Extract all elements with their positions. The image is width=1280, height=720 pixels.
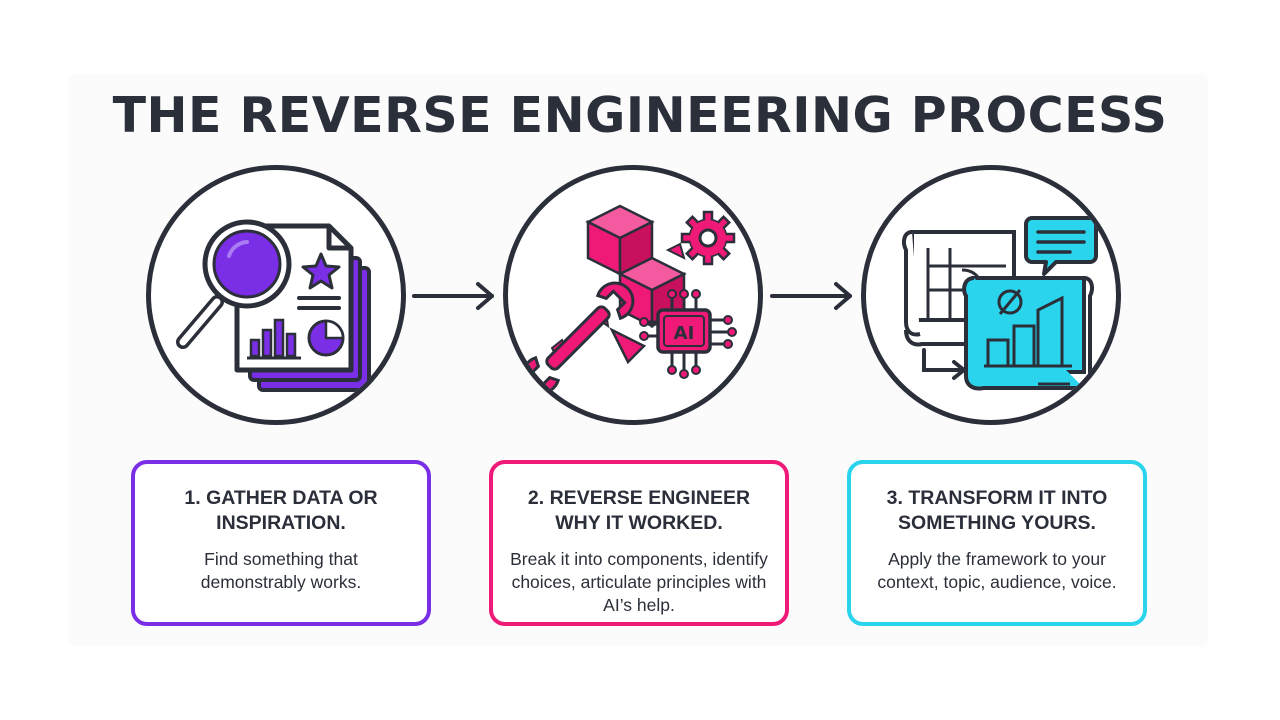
step-3-title: 3. TRANSFORM IT INTO SOMETHING YOURS. [886,487,1108,534]
step-3-description: Apply the framework to your context, top… [877,549,1117,592]
arrow-right-icon [412,282,494,310]
step-1-description: Find something that demonstrably works. [200,549,362,592]
step-3-icon-circle [861,165,1121,425]
arrow-right-icon [770,282,852,310]
step-3-card: 3. TRANSFORM IT INTO SOMETHING YOURS. Ap… [847,460,1147,626]
step-1-card: 1. GATHER DATA OR INSPIRATION. Find some… [131,460,431,626]
step-2-description: Break it into components, identify choic… [510,549,768,615]
magnifier-documents-icon [176,219,371,392]
step-2-title: 2. REVERSE ENGINEER WHY IT WORKED. [527,487,751,534]
step-1-title: 1. GATHER DATA OR INSPIRATION. [184,487,378,534]
ai-chip-label: AI [674,323,695,344]
step-2-card: 2. REVERSE ENGINEER WHY IT WORKED. Break… [489,460,789,626]
step-1-icon-circle [146,165,406,425]
blueprint-chat-icon [902,216,1098,391]
cube-wrench-ai-chip-icon: AI [521,204,737,395]
page-title: THE REVERSE ENGINEERING PROCESS [112,87,1168,144]
step-2-icon-circle: AI [503,165,763,425]
